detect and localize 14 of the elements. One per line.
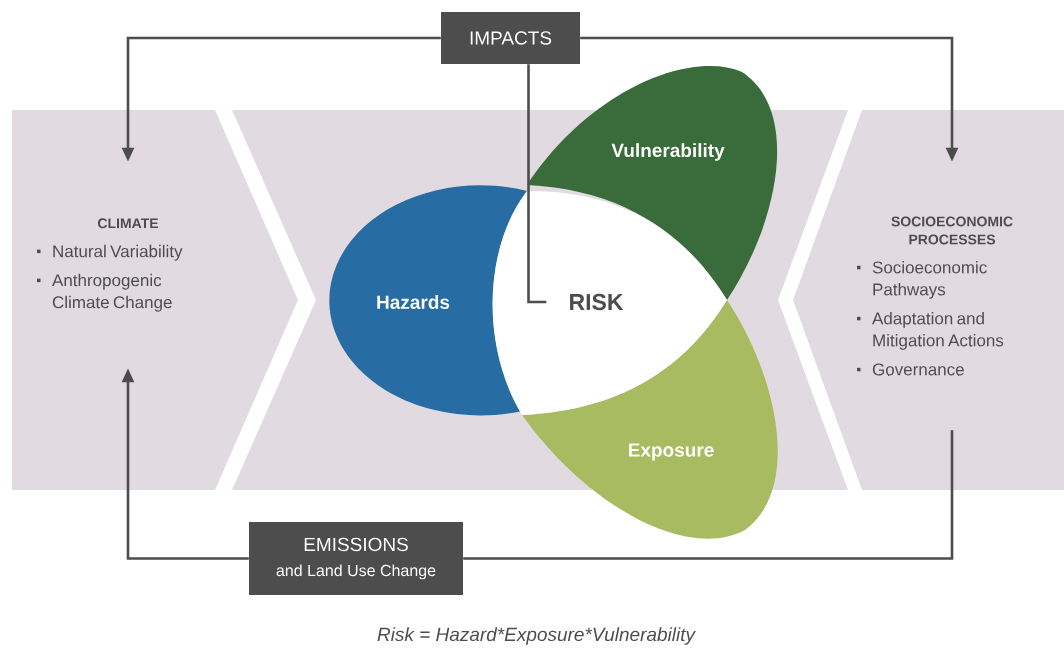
node-label: Socioeconomic Pathways	[872, 260, 987, 299]
node-label: CLIMATE	[97, 218, 159, 229]
chevron-panel: SOCIOECONOMIC PROCESSES Socioeconomic Pathways Adaptation and Mitigation Actions Governance	[793, 110, 1064, 490]
node-label: Anthropogenic Climate Change	[52, 273, 172, 312]
chevron-panel: CLIMATE Natural Variability Anthropogenic Climate Change	[12, 110, 298, 490]
node-label: Adaptation and Mitigation Actions	[872, 311, 1004, 350]
label-box: EMISSIONS and Land Use Change	[249, 522, 463, 595]
node-label: Natural Variability	[53, 244, 183, 261]
node-label: Governance	[872, 363, 964, 376]
caption: Risk = Hazard*Exposure*Vulnerability	[377, 627, 696, 645]
label-box: IMPACTS	[441, 12, 580, 64]
petal: Hazards	[329, 185, 527, 416]
node-label: SOCIOECONOMIC PROCESSES	[891, 216, 1013, 245]
overlap-region: RISK	[492, 191, 727, 415]
